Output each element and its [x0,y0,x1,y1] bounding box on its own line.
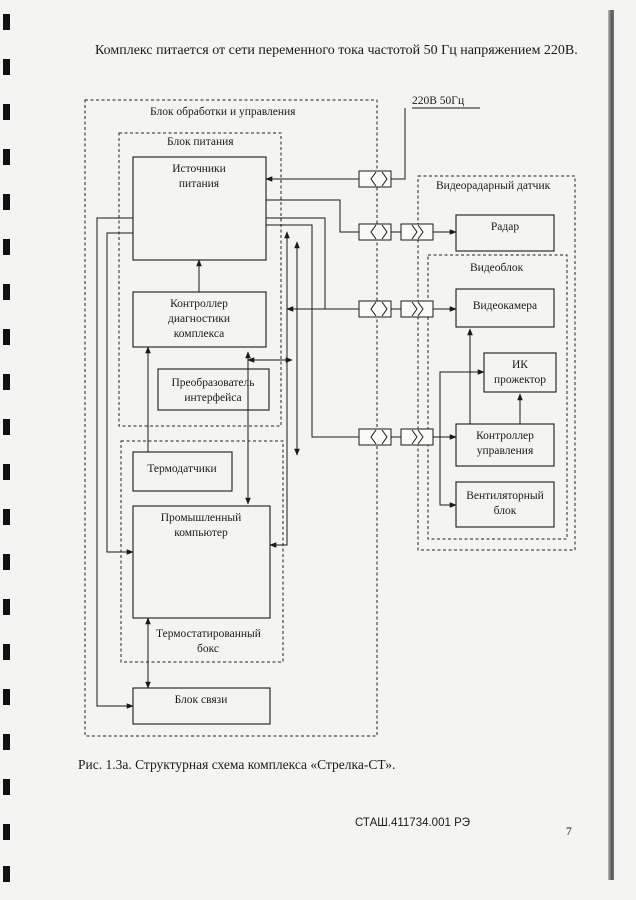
diag-controller-label-2: диагностики [168,313,230,325]
group-processing-label: Блок обработки и управления [150,106,296,118]
block-iface-converter [157,368,270,411]
group-video-radar-frame [417,175,576,551]
group-video-radar-label: Видеорадарный датчик [436,180,551,192]
diag-controller-label-3: комплекса [174,328,224,340]
group-power-label: Блок питания [167,136,234,148]
controller-label-2: управления [477,445,534,457]
industrial-pc-label-2: компьютер [174,527,228,539]
group-video-block-label: Видеоблок [470,262,524,274]
block-thermo-sensors [132,451,233,492]
group-thermo-box-label-2: бокс [197,643,219,655]
ir-projector-label-1: ИК [512,359,528,371]
spiral-binding [0,0,14,900]
power-input-label: 220В 50Гц [412,95,464,107]
thermo-sensors-label: Термодатчики [147,463,216,475]
controller-label-1: Контроллер [476,430,534,442]
fan-label-2: блок [494,505,517,517]
iface-converter-label-1: Преобразователь [171,377,254,389]
diag-controller-label-1: Контроллер [170,298,228,310]
iface-converter-label-2: интерфейса [184,392,241,404]
industrial-pc-label-1: Промышленный [161,512,241,524]
ir-projector-label-2: прожектор [494,374,546,386]
fan-label-1: Вентиляторный [466,490,544,502]
page-number: 7 [566,826,572,838]
page-edge-shadow [608,10,614,880]
block-controller [455,423,555,467]
figure-caption: Рис. 1.3а. Структурная схема комплекса «… [78,757,396,772]
document-number: СТАШ.411734.001 РЭ [355,817,471,829]
group-processing-frame [84,99,378,737]
radar-label: Радар [491,221,519,233]
comm-label: Блок связи [175,694,228,706]
block-industrial-pc [132,505,271,619]
group-video-block-frame [427,254,568,540]
group-thermo-box-label-1: Термостатированный [156,628,261,640]
power-sources-label-2: питания [179,178,220,190]
camera-label: Видеокамера [473,300,537,312]
intro-paragraph: Комплекс питается от сети переменного то… [95,43,578,58]
power-sources-label-1: Источники [172,163,226,175]
